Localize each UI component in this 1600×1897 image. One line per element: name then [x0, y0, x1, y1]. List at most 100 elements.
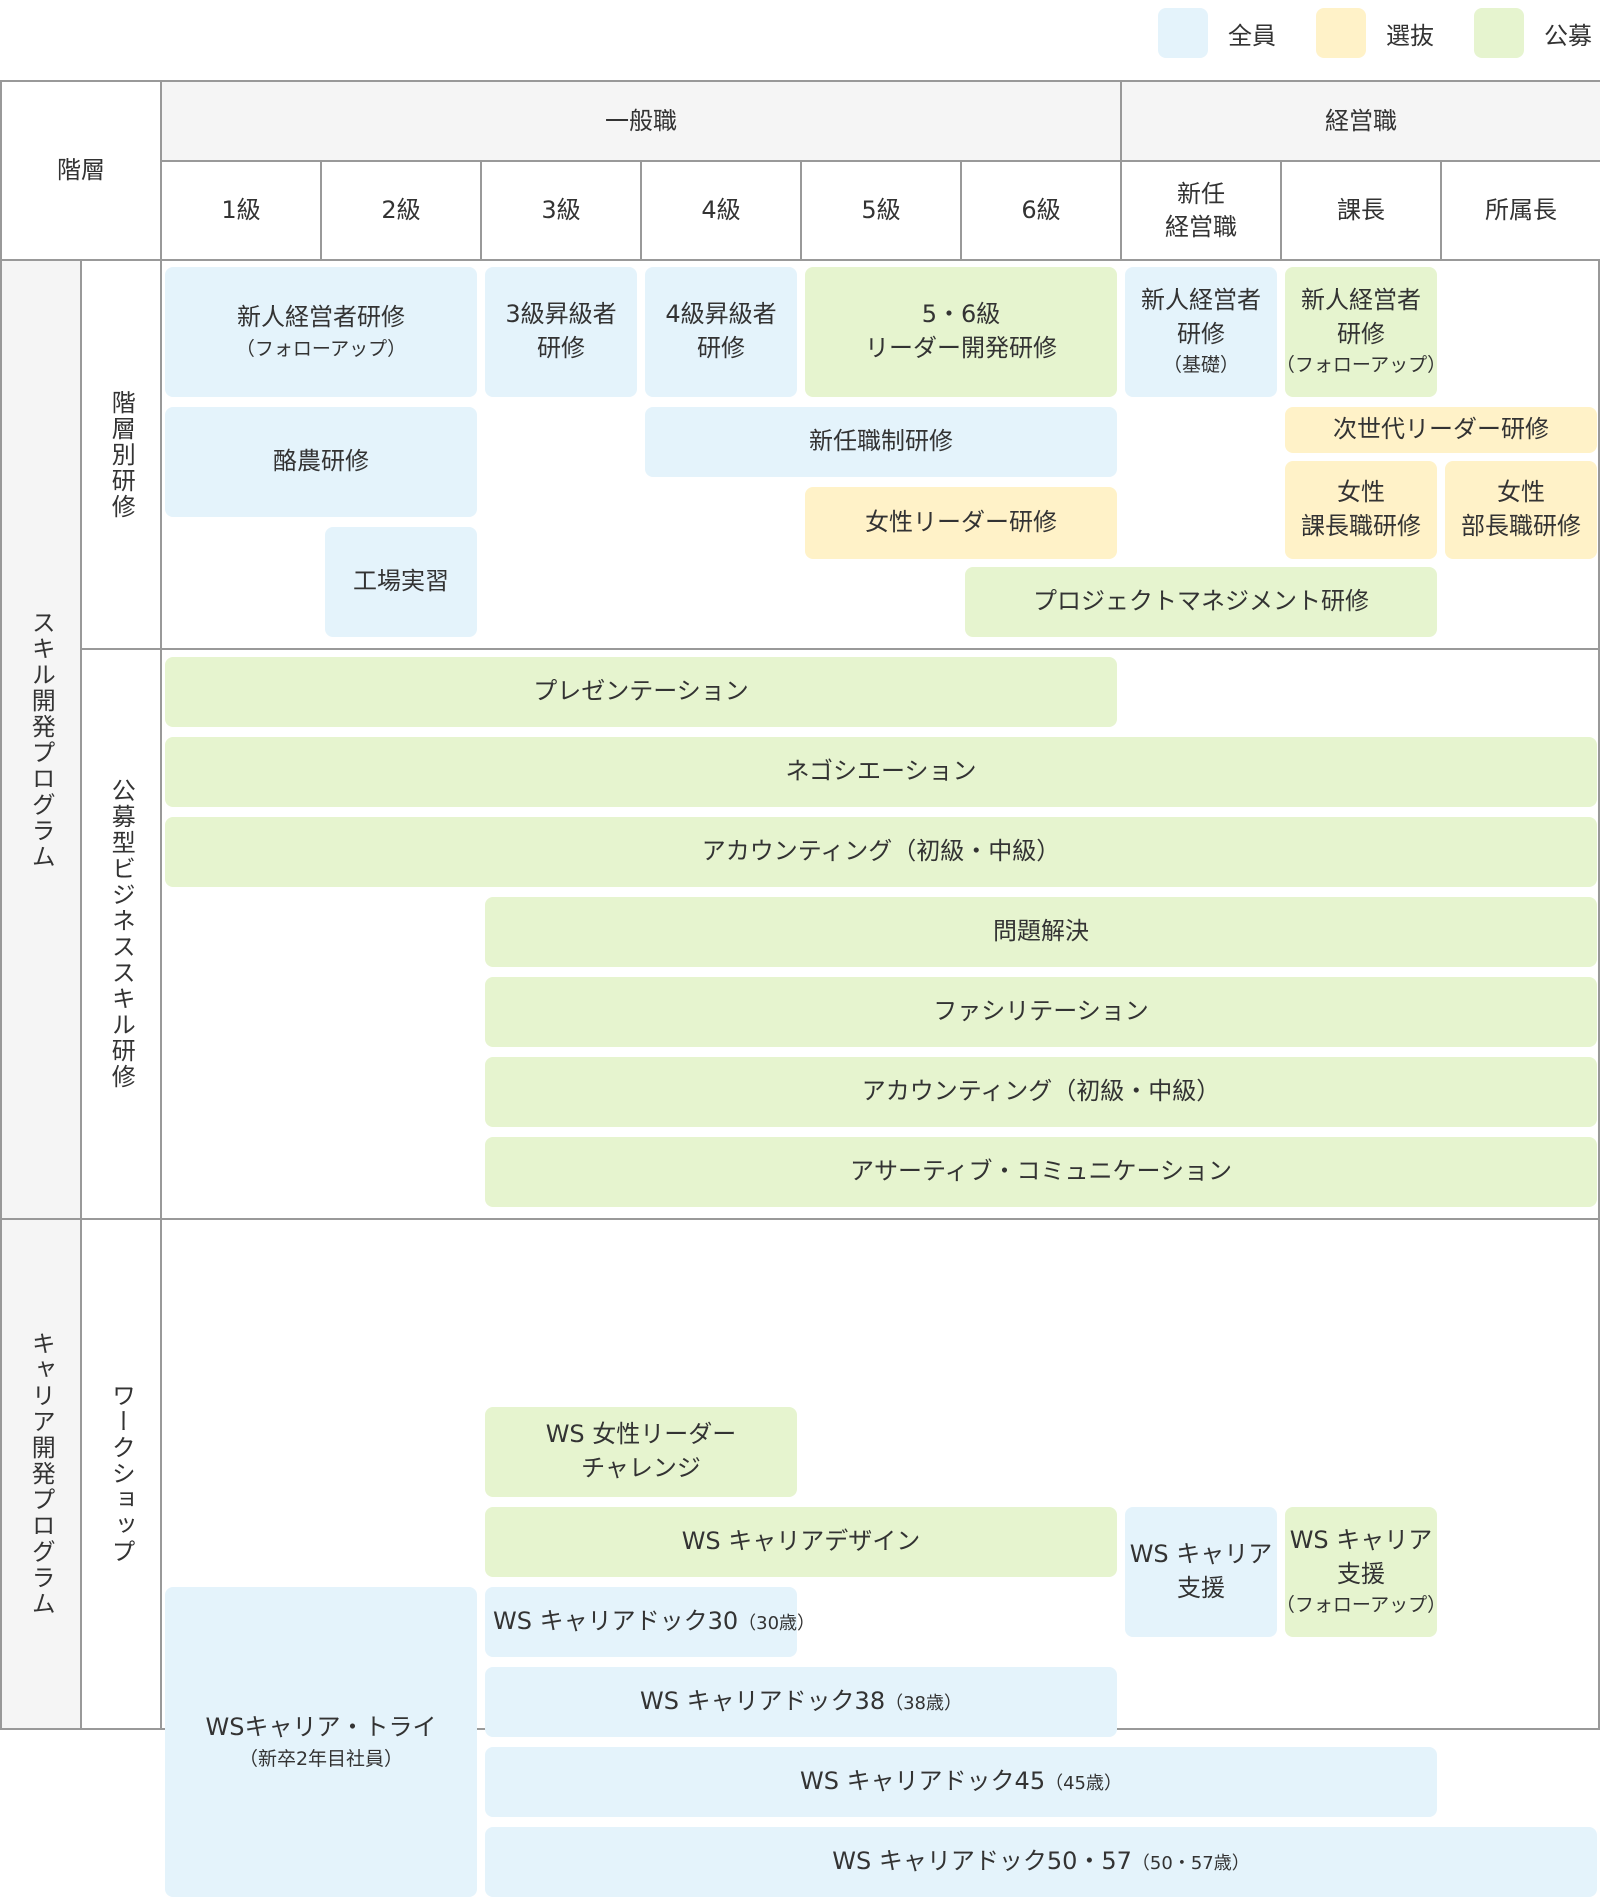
program-name: 5・6級 [922, 298, 1001, 332]
program-age-note: （50・57歳） [1131, 1853, 1250, 1875]
program-name: 女性リーダー研修 [865, 506, 1057, 540]
program-block[interactable]: 女性部長職研修 [1445, 461, 1597, 559]
legend-swatch-public [1474, 8, 1524, 58]
program-block[interactable]: WS キャリアドック45（45歳） [485, 1747, 1437, 1817]
program-name: WS キャリアデザイン [682, 1525, 921, 1559]
program-note: （フォローアップ） [1275, 1594, 1447, 1617]
header-grade: 5級 [800, 160, 962, 261]
program-name: WS キャリア [1130, 1538, 1273, 1572]
program-name-text: リーダー開発研修 [865, 334, 1057, 362]
legend-swatch-all [1158, 8, 1208, 58]
program-name: 女性 [1497, 476, 1545, 510]
program-block[interactable]: アカウンティング（初級・中級） [165, 817, 1597, 887]
program-block[interactable]: 酪農研修 [165, 407, 477, 517]
header-grade: 課長 [1280, 160, 1442, 261]
program-note: （フォローアップ） [1275, 354, 1447, 377]
program-block[interactable]: 問題解決 [485, 897, 1597, 967]
program-name: WS キャリアドック50・57（50・57歳） [832, 1845, 1249, 1879]
legend-label: 全員 [1228, 21, 1276, 50]
program-name: 新人経営者 [1301, 284, 1421, 318]
program-name-text: 新任職制研修 [809, 427, 953, 456]
program-name: 次世代リーダー研修 [1333, 413, 1549, 447]
program-name-text: ファシリテーション [933, 997, 1149, 1026]
program-name-text: 支援 [1177, 1574, 1225, 1602]
label: 経営職 [1325, 106, 1397, 135]
program-name-text: チャレンジ [581, 1454, 701, 1482]
program-name-text: アサーティブ・コミュニケーション [849, 1157, 1233, 1186]
program-block[interactable]: 5・6級リーダー開発研修 [805, 267, 1117, 397]
program-name-text: 次世代リーダー研修 [1333, 415, 1549, 444]
program-block[interactable]: ファシリテーション [485, 977, 1597, 1047]
program-name-text: WS キャリア [1289, 1526, 1433, 1555]
program-block[interactable]: WS キャリアドック30（30歳） [485, 1587, 815, 1657]
section-label: キャリア開発プログラム [0, 1218, 82, 1730]
program-name-text: 支援 [1337, 1559, 1385, 1588]
label: 公募型ビジネススキル研修 [107, 778, 136, 1090]
program-name: WS 女性リーダー [546, 1418, 737, 1452]
legend-label: 選抜 [1386, 21, 1434, 50]
header-group: 経営職 [1120, 80, 1600, 162]
program-block[interactable]: 新任職制研修 [645, 407, 1117, 477]
program-block[interactable]: ネゴシエーション [165, 737, 1597, 807]
program-block[interactable]: WS キャリアデザイン [485, 1507, 1117, 1577]
program-name: 新人経営者研修 [237, 301, 405, 335]
header-corner-hierarchy: 階層 [0, 80, 162, 261]
program-block[interactable]: WSキャリア・トライ（新卒2年目社員） [165, 1587, 477, 1897]
program-block[interactable]: WS 女性リーダーチャレンジ [485, 1407, 797, 1497]
program-name-text: 4級昇級者 [665, 300, 777, 329]
program-block[interactable]: 女性リーダー研修 [805, 487, 1117, 559]
program-block[interactable]: 新人経営者研修（フォローアップ） [165, 267, 477, 397]
program-name: 研修 [697, 332, 745, 366]
program-name: ネゴシエーション [785, 755, 976, 789]
program-name-text: 酪農研修 [273, 447, 369, 476]
label: 6級 [1021, 196, 1061, 225]
subsection-label: 公募型ビジネススキル研修 [80, 648, 162, 1220]
program-block[interactable]: アカウンティング（初級・中級） [485, 1057, 1597, 1127]
program-name-text: WSキャリア・トライ [205, 1712, 437, 1741]
program-name: 工場実習 [353, 565, 449, 599]
program-block[interactable]: プレゼンテーション [165, 657, 1117, 727]
section-label: スキル開発プログラム [0, 259, 82, 1220]
program-block[interactable]: WS キャリア支援 [1125, 1507, 1277, 1637]
program-block[interactable]: 工場実習 [325, 527, 477, 637]
program-block[interactable]: 3級昇級者研修 [485, 267, 637, 397]
program-name-text: 部長職研修 [1461, 512, 1581, 540]
program-name-text: 3級昇級者 [505, 300, 617, 329]
program-name-text: WS キャリアデザイン [681, 1527, 921, 1556]
program-block[interactable]: 新人経営者研修（フォローアップ） [1276, 267, 1446, 397]
program-name: 課長職研修 [1301, 510, 1421, 544]
program-name: 研修 [537, 332, 585, 366]
legend-item-selected: 選抜 [1316, 8, 1434, 58]
program-name: 支援 [1177, 1572, 1225, 1606]
program-note: （基礎） [1162, 354, 1239, 377]
program-block[interactable]: アサーティブ・コミュニケーション [485, 1137, 1597, 1207]
program-block[interactable]: 新人経営者研修（基礎） [1125, 267, 1277, 397]
program-name-text: プレゼンテーション [533, 677, 749, 706]
program-name: リーダー開発研修 [865, 332, 1057, 366]
header-group: 一般職 [160, 80, 1122, 162]
program-block[interactable]: 4級昇級者研修 [645, 267, 797, 397]
program-age-note: （30歳） [738, 1613, 816, 1635]
program-name: アカウンティング（初級・中級） [702, 835, 1061, 869]
program-name-text: 研修 [1177, 319, 1225, 348]
label: 所属長 [1485, 196, 1557, 225]
program-block[interactable]: 次世代リーダー研修 [1285, 407, 1597, 453]
label: キャリア開発プログラム [27, 1331, 56, 1617]
program-block[interactable]: WS キャリアドック38（38歳） [485, 1667, 1117, 1737]
program-age-note: （45歳） [1045, 1773, 1123, 1795]
program-block[interactable]: 女性課長職研修 [1285, 461, 1437, 559]
label: 新任 経営職 [1165, 180, 1237, 241]
label: 課長 [1337, 196, 1385, 225]
program-name: 女性 [1337, 476, 1385, 510]
program-block[interactable]: WS キャリア支援 （フォローアップ） [1276, 1507, 1446, 1637]
header-grade: 4級 [640, 160, 802, 261]
program-name: 4級昇級者 [665, 298, 776, 332]
program-name: 支援 [1337, 1558, 1385, 1592]
legend-item-public: 公募 [1474, 8, 1592, 58]
program-block[interactable]: WS キャリアドック50・57（50・57歳） [485, 1827, 1597, 1897]
program-block[interactable]: プロジェクトマネジメント研修 [965, 567, 1437, 637]
program-name-text: WS キャリアドック45 [799, 1767, 1046, 1796]
label: 4級 [701, 196, 741, 225]
program-name-text: WS 女性リーダー [545, 1420, 737, 1449]
program-name: 部長職研修 [1461, 510, 1581, 544]
